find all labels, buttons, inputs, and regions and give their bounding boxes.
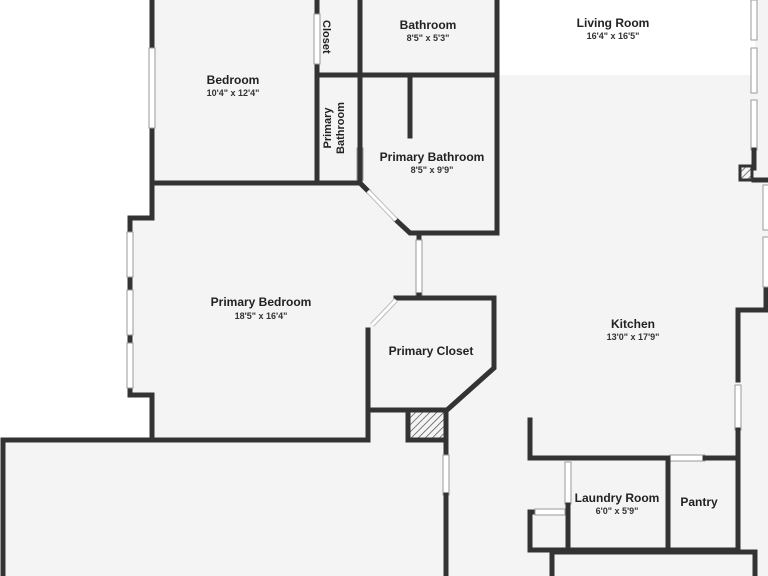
bedroom-window (148, 47, 156, 129)
room-dims-bedroom: 10'4" x 12'4" (206, 88, 260, 98)
living-kitchen-walls (734, 0, 768, 461)
room-name-bedroom: Bedroom (206, 73, 260, 87)
room-name-kitchen: Kitchen (610, 317, 656, 331)
primary-bedroom-window-1 (126, 231, 134, 278)
laundry-door (564, 461, 572, 505)
living-window-5 (762, 236, 768, 288)
floor-areas (3, 0, 768, 576)
room-name-primary-bathroom: Primary Bathroom (379, 150, 485, 164)
room-name-primary-bedroom: Primary Bedroom (210, 295, 312, 309)
room-name-closet: Closet (320, 20, 332, 54)
room-name-laundry-room: Laundry Room (574, 491, 660, 505)
primary-bedroom-window-3 (126, 342, 134, 389)
laundry-window (534, 508, 566, 516)
primary-bathroom-walls (356, 72, 500, 236)
primary-bedroom-window-2 (126, 289, 134, 336)
primary-bedroom-walls (126, 180, 423, 443)
pantry-door (669, 454, 706, 462)
living-window-4 (762, 184, 768, 231)
room-name-pantry: Pantry (680, 495, 718, 509)
primary-bedroom-door (415, 239, 423, 296)
room-dims-primary-bedroom: 18'5" x 16'4" (234, 311, 288, 321)
room-dims-bathroom: 8'5" x 5'3" (406, 33, 450, 43)
living-window-3 (750, 99, 758, 151)
hall-door (442, 454, 450, 496)
room-dims-laundry-room: 6'0" x 5'9" (595, 506, 639, 516)
room-name-primary-closet: Primary Closet (388, 344, 474, 358)
lower-walls (0, 437, 450, 576)
room-dims-living-room: 16'4" x 16'5" (586, 31, 640, 41)
room-dims-kitchen: 13'0" x 17'9" (606, 332, 660, 342)
closet-door (313, 13, 321, 65)
kitchen-window (734, 384, 742, 431)
room-name-primary-bath-small: Primary Bathroom (322, 102, 347, 154)
room-name-living-room: Living Room (576, 16, 650, 30)
room-dims-primary-bathroom: 8'5" x 9'9" (410, 165, 454, 175)
laundry-pantry-walls (527, 417, 758, 576)
room-name-bathroom: Bathroom (399, 18, 457, 32)
living-window-2 (750, 47, 758, 94)
column (405, 407, 449, 443)
primary-closet-walls (365, 295, 497, 443)
living-window-1 (750, 0, 758, 41)
